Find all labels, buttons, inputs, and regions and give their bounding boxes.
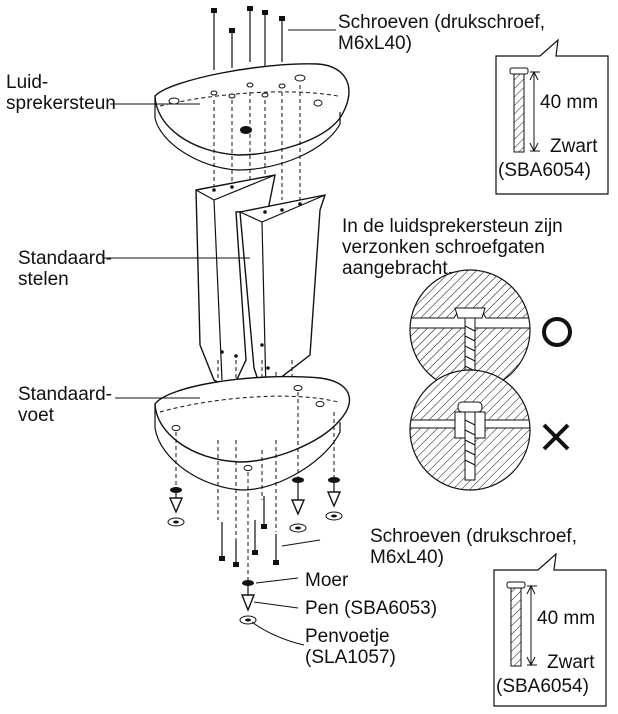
screw-color-top: Zwart [550,136,598,157]
label-countersunk-note: In de luidsprekersteun zijn verzonken sc… [342,216,563,279]
screw-code-bottom: (SBA6054) [496,676,589,697]
countersunk-wrong-detail [409,369,531,491]
label-pin: Pen (SBA6053) [305,598,438,619]
speaker-support-plate [110,63,350,171]
label-screws-bottom: Schroeven (drukschroef, M6xL40) [370,526,577,568]
screw-code-top: (SBA6054) [498,160,591,181]
screw-callout-bottom [493,552,607,707]
feet [167,477,343,646]
cross-icon [542,423,570,451]
screw-length-bottom: 40 mm [537,608,596,629]
circle-icon [542,317,572,347]
stand-base [115,375,351,491]
label-pin-foot: Penvoetje (SLA1057) [305,626,396,668]
screw-color-bottom: Zwart [547,652,595,673]
label-base: Standaard- voet [18,384,113,426]
stand-posts [102,174,327,394]
screw-callout-top [495,38,609,195]
label-speaker-support: Luid- sprekersteun [6,72,116,114]
label-posts: Standaard- stelen [18,248,113,290]
top-screws [211,6,336,70]
label-screws-top: Schroeven (drukschroef, M6xL40) [338,12,545,54]
label-nut: Moer [305,570,349,591]
screw-length-top: 40 mm [540,92,599,113]
bottom-screws [219,496,321,567]
